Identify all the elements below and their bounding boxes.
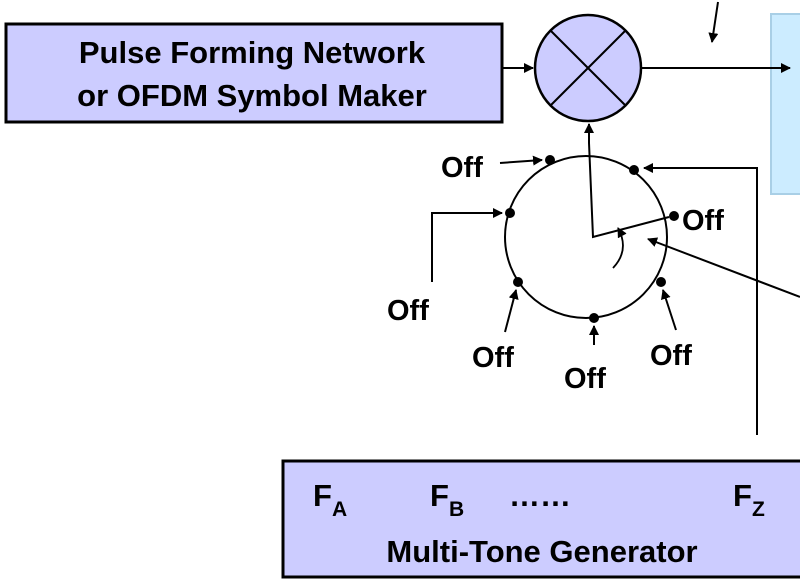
tone-generator-title: Multi-Tone Generator (386, 534, 697, 569)
multiplier-circle-icon (533, 13, 643, 123)
side-panel (770, 13, 800, 195)
off-bottom-right-arrow (661, 289, 677, 331)
contact-dot (505, 208, 515, 218)
contact-dot (545, 155, 555, 165)
tone-feed-line (643, 163, 758, 435)
off-label-left: Off (387, 295, 429, 327)
tone-fa-sub: A (332, 498, 347, 521)
tone-fz-label: FZ (733, 478, 765, 521)
off-label-bottom: Off (564, 363, 606, 395)
rotary-switch-icon (504, 142, 679, 323)
pulse-forming-network-box: Pulse Forming Network or OFDM Symbol Mak… (4, 22, 504, 124)
tone-ellipsis: …… (509, 478, 571, 513)
pulse-box-line2: or OFDM Symbol Maker (77, 78, 427, 113)
off-label-right: Off (682, 205, 724, 237)
tone-fb-sub: B (449, 498, 464, 521)
contact-dot (656, 277, 666, 287)
rotation-arrow (612, 227, 627, 269)
off-bottom-left-arrow (504, 289, 519, 333)
off-top-left-arrow (499, 155, 543, 166)
contact-dot (629, 165, 639, 175)
contact-dot (513, 277, 523, 287)
tone-fa-label: FA (313, 478, 347, 521)
contact-dot (589, 313, 599, 323)
switch-wiper (588, 142, 670, 239)
multi-tone-generator-box: FA FB …… FZ Multi-Tone Generator (281, 459, 800, 579)
off-label-bottom-right: Off (650, 340, 692, 372)
pulse-box-line1: Pulse Forming Network (79, 35, 426, 70)
off-label-bottom-left: Off (472, 342, 514, 374)
control-input-arrow (647, 237, 800, 298)
off-left-arrow (431, 208, 503, 282)
contact-dot (669, 211, 679, 221)
top-input-arrow (708, 1, 719, 43)
off-label-top-left: Off (441, 152, 483, 184)
tone-fz-sub: Z (752, 498, 765, 521)
tone-fb-label: FB (430, 478, 464, 521)
